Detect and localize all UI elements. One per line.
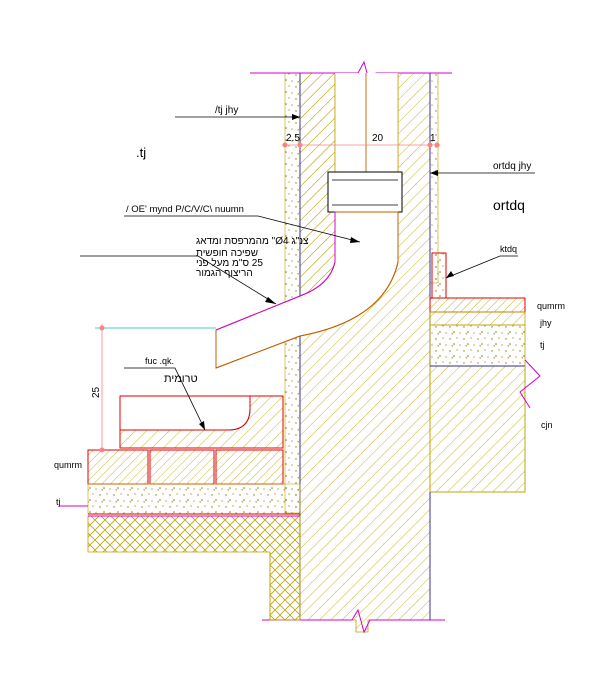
pipe-spec-line4: 25 ס"מ מעל פני: [196, 257, 263, 269]
drain-pipe: [215, 211, 399, 369]
label-planter-leader: fuc .qk.: [145, 356, 174, 366]
top-dimension: 2.5 20 1: [282, 133, 440, 148]
dim-center-gap: 20: [372, 133, 384, 144]
label-top-left-word: .tj: [136, 145, 146, 160]
left-concrete: [87, 483, 301, 515]
planter-box: [119, 395, 284, 449]
label-left-lower-1: qumrm: [54, 460, 82, 470]
height-dimension: 25: [91, 324, 216, 453]
right-slab: [429, 365, 526, 493]
label-upper-right-small: ktdq: [500, 244, 517, 254]
label-left-lower-2: tj: [56, 497, 61, 507]
label-right-mid-1: qumrm: [537, 301, 565, 311]
label-right-mid-2: jhy: [539, 318, 552, 328]
pipe-spec-line1: / OE' mynd P/C/V/C\ nuumn: [126, 204, 244, 215]
leader-arrows: [199, 114, 454, 430]
paving-tiles: [87, 449, 284, 485]
label-right-lower: cjn: [541, 420, 553, 430]
annotations: /tj jhy .tj ortdq jhy ortdq ktdq qumrm j…: [54, 105, 565, 507]
pipe-spec-line2: צנ"ג Ø4" מהמרפסת ומדאג: [196, 236, 309, 247]
dim-left-wall: 2.5: [286, 133, 300, 144]
label-right-mid-3: tj: [540, 340, 545, 350]
pipe-coupling: [327, 171, 403, 213]
bottom-break-line: [262, 608, 445, 634]
dim-pipe-height: 25: [91, 386, 102, 398]
label-planter-word: טרומית: [164, 373, 198, 385]
pipe-spec-line5: הריצוף הגמור: [196, 268, 253, 279]
label-right-word: ortdq: [493, 197, 525, 213]
left-slab: [60, 505, 301, 621]
right-floor-layers: [429, 252, 541, 492]
pipe-spec-line3: שפיכה חופשית: [196, 248, 258, 259]
label-top-left-leader: /tj jhy: [215, 105, 238, 116]
label-right-leader: ortdq jhy: [493, 161, 531, 172]
leaders: [80, 116, 535, 431]
dim-right-wall: 1: [430, 133, 436, 144]
